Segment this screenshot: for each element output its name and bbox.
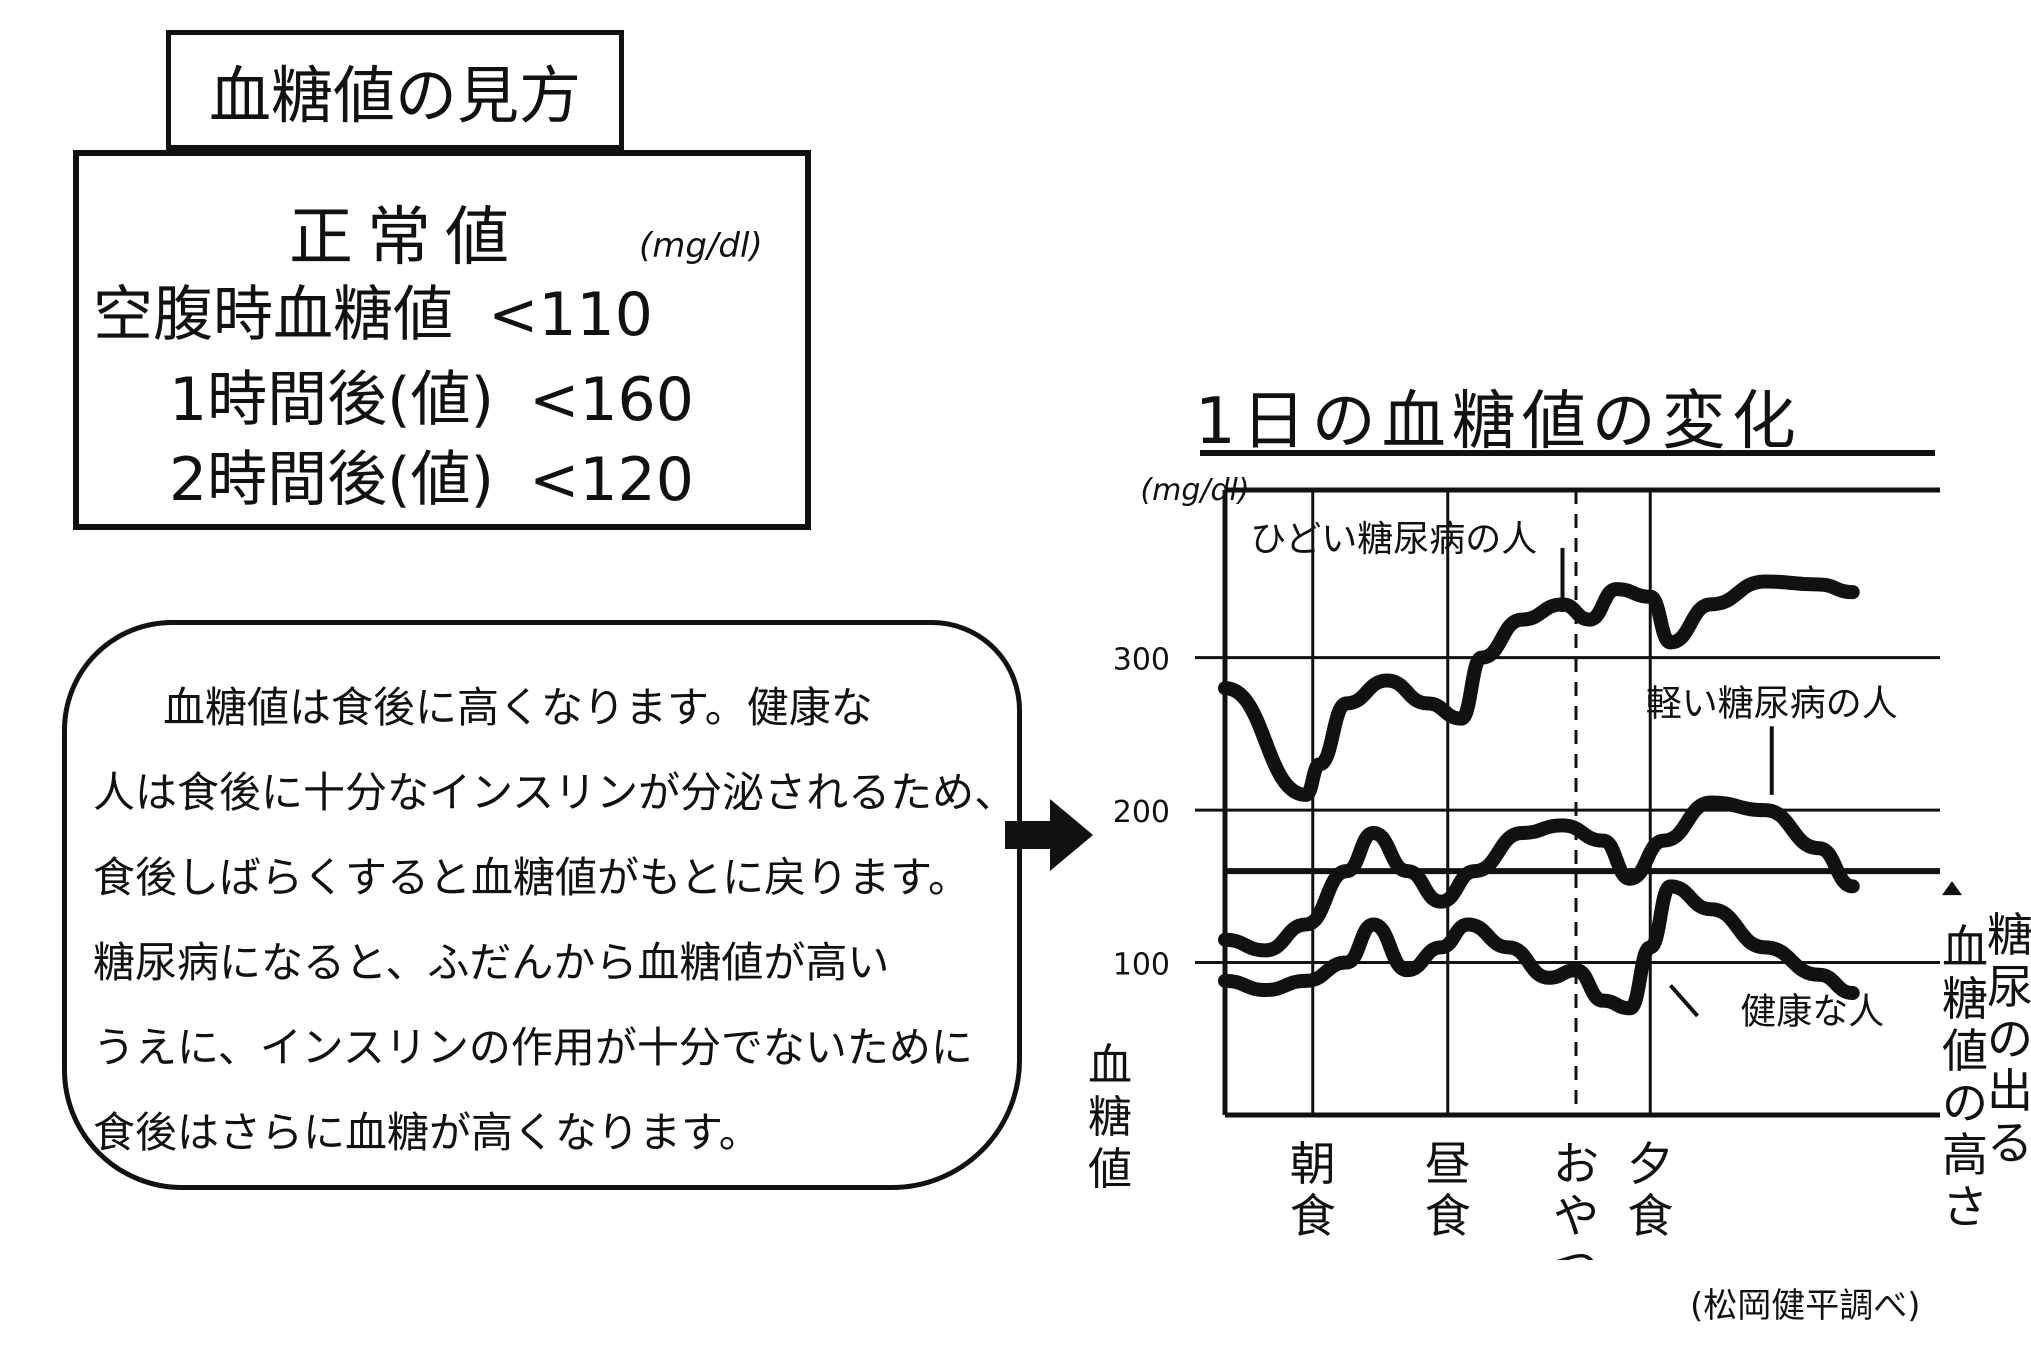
- row-label: 1時間後(値): [169, 365, 494, 435]
- y-tick-label: 100: [1113, 948, 1170, 983]
- y-tick-label: 300: [1113, 643, 1170, 678]
- threshold-label: 血: [1942, 920, 1988, 974]
- x-marker-label: 朝: [1290, 1137, 1336, 1191]
- normal-row-1h: 1時間後(値) <160: [169, 351, 694, 438]
- threshold-label: の: [1942, 1076, 1988, 1130]
- x-marker-label: 食: [1627, 1189, 1673, 1243]
- right-arrow-icon: [1005, 799, 1093, 871]
- series-line: [1218, 879, 1860, 1016]
- series-label: 軽い糖尿病の人: [1646, 684, 1898, 725]
- row-value: <160: [529, 365, 694, 435]
- row-label: 2時間後(値): [169, 445, 494, 515]
- normal-values-box: 正常値 (mg/dl) 空腹時血糖値 <110 1時間後(値) <160 2時間…: [73, 150, 811, 530]
- y-tick-label: 200: [1113, 795, 1170, 830]
- legend-title-box: 血糖値の見方: [166, 30, 624, 150]
- x-marker-label: 食: [1290, 1189, 1336, 1243]
- x-marker-label: つ: [1553, 1241, 1599, 1260]
- blood-sugar-chart: 100200300朝食昼食おやつ夕食糖尿の出る血糖値の高さ(mg/dl)血糖値ひ…: [1088, 473, 2031, 1260]
- x-marker-label: 夕: [1627, 1137, 1673, 1191]
- threshold-label: 出: [1987, 1064, 2031, 1118]
- x-marker-label: 昼: [1425, 1137, 1471, 1191]
- x-marker-label: お: [1553, 1137, 1599, 1191]
- series-label-pointer: [1669, 984, 1699, 1018]
- explanation-line: 血糖値は食後に高くなります。健康な: [163, 683, 873, 732]
- normal-values-heading: 正常値: [289, 201, 523, 275]
- explanation-text: 血糖値は食後に高くなります。健康な 人は食後に十分なインスリンが分泌されるため、…: [93, 665, 1017, 1175]
- explanation-bubble: 血糖値は食後に高くなります。健康な 人は食後に十分なインスリンが分泌されるため、…: [62, 620, 1022, 1190]
- series-line: [1218, 574, 1860, 802]
- y-axis-label: 糖: [1088, 1092, 1132, 1143]
- y-axis-label: 値: [1088, 1144, 1132, 1195]
- normal-row-2h: 2時間後(値) <120: [169, 431, 694, 518]
- series-label: 健康な人: [1740, 992, 1884, 1033]
- chart-title-underline: [1200, 450, 1935, 456]
- x-marker-label: 食: [1425, 1189, 1471, 1243]
- chart-title: 1日の血糖値の変化: [1195, 385, 1802, 459]
- threshold-label: 尿: [1987, 960, 2031, 1014]
- threshold-label: さ: [1942, 1180, 1988, 1234]
- source-credit: (松岡健平調べ): [1690, 1286, 1921, 1326]
- threshold-label: 糖: [1942, 972, 1988, 1026]
- explanation-line: 食後はさらに血糖が高くなります。: [93, 1108, 761, 1157]
- series-line: [1218, 795, 1860, 958]
- threshold-label: 値: [1942, 1024, 1988, 1078]
- threshold-label: の: [1987, 1012, 2031, 1066]
- legend-title: 血糖値の見方: [208, 59, 581, 132]
- row-label: 空腹時血糖値: [93, 280, 453, 350]
- threshold-label: 高: [1942, 1128, 1988, 1182]
- threshold-label: る: [1987, 1116, 2031, 1170]
- threshold-arrow-icon: [1942, 881, 1962, 896]
- series-label: ひどい糖尿病の人: [1250, 519, 1537, 560]
- explanation-line: 人は食後に十分なインスリンが分泌されるため、: [93, 768, 1017, 817]
- row-value: <120: [529, 445, 694, 515]
- threshold-label: 糖: [1987, 908, 2031, 962]
- row-value: <110: [488, 280, 653, 350]
- normal-row-fasting: 空腹時血糖値 <110: [93, 266, 653, 353]
- x-marker-label: や: [1553, 1189, 1599, 1243]
- normal-values-unit: (mg/dl): [639, 226, 763, 266]
- y-axis-label: 血: [1088, 1040, 1132, 1091]
- y-unit-label: (mg/dl): [1140, 473, 1249, 508]
- explanation-line: うえに、インスリンの作用が十分でないために: [93, 1023, 973, 1072]
- explanation-line: 糖尿病になると、ふだんから血糖値が高い: [93, 938, 890, 987]
- explanation-line: 食後しばらくすると血糖値がもとに戻ります。: [93, 853, 970, 902]
